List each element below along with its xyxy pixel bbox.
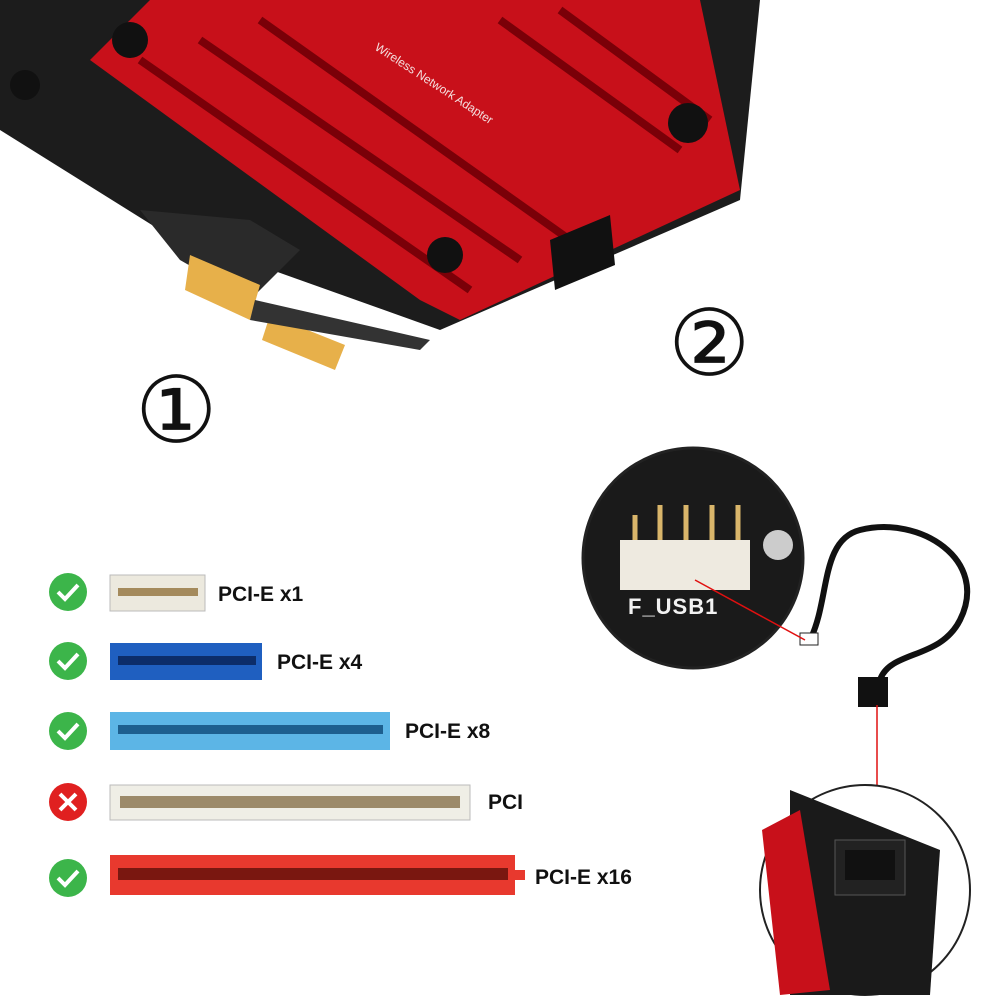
step-1-marker: ① [135,357,218,464]
status-icons [49,573,87,897]
wifi-card [0,0,760,370]
step-2-marker: ② [668,290,751,397]
slot-label-pcie-x16: PCI-E x16 [535,866,632,889]
slot-label-pci: PCI [488,791,524,814]
gold-contacts-1 [185,255,260,320]
check-icon [49,712,87,750]
usb-cable [799,524,970,707]
slot-label-pcie-x4: PCI-E x4 [277,651,363,674]
usb-port [550,215,615,290]
slot-label-pcie-x8: PCI-E x8 [405,720,491,743]
check-icon [49,573,87,611]
slot-images [109,574,525,895]
check-icon [49,642,87,680]
pointer-line [694,579,806,641]
slot-label-pcie-x1: PCI-E x1 [218,583,304,606]
usb-header-closeup [581,446,805,670]
usb-header-label: F_USB1 [628,594,719,619]
check-icon [49,859,87,897]
gold-contacts-2 [262,315,345,370]
card-port-closeup [759,784,971,996]
cross-icon [49,783,87,821]
